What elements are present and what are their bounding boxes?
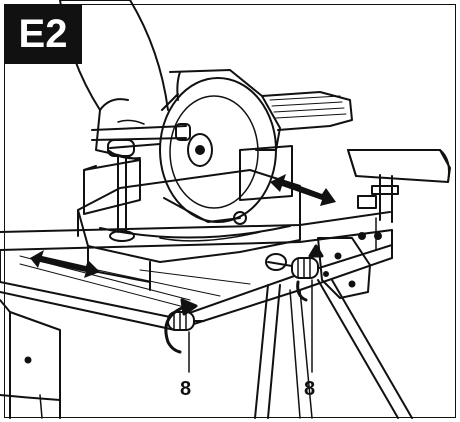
left-extension — [0, 299, 61, 419]
clamp-knob-right — [265, 253, 319, 279]
fence — [83, 145, 293, 215]
motor-housing — [169, 69, 353, 151]
callout-number: 8 — [180, 378, 192, 400]
hold-down-clamp — [83, 139, 161, 242]
right-bracket — [317, 237, 371, 299]
figure-label: E2 — [4, 4, 82, 64]
saw-base — [77, 169, 301, 291]
roller-support — [347, 149, 451, 223]
handle-and-hand — [59, 0, 191, 161]
figure-frame — [4, 4, 456, 418]
stand-legs — [254, 279, 413, 419]
rotate-arrow-icon — [164, 244, 324, 354]
double-arrow-icon — [30, 174, 336, 278]
callout-number: 8 — [304, 378, 316, 400]
